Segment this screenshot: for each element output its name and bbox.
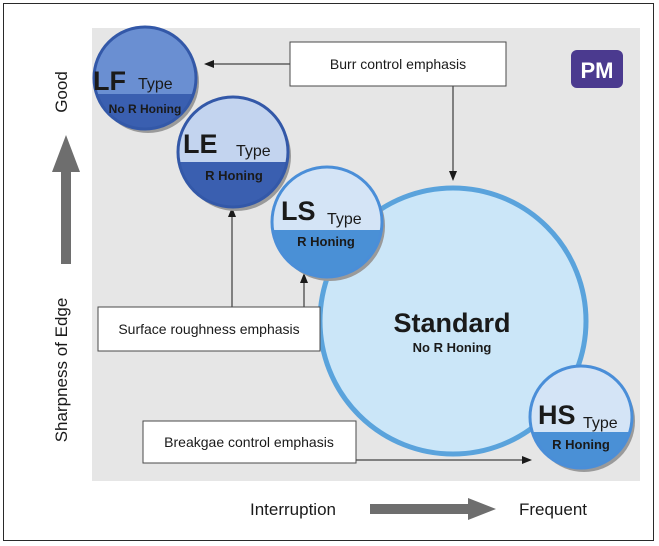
hs-type-suffix: Type (583, 415, 618, 432)
surface-callout-box (97, 306, 321, 352)
le-type-honing: R Honing (205, 168, 263, 183)
y-axis-up-arrow (52, 135, 80, 264)
breakage-callout-text: Breakgae control emphasis (164, 434, 334, 450)
breakage-callout-box (142, 420, 357, 464)
le-type-suffix: Type (236, 143, 271, 160)
x-axis-right-arrow (370, 498, 496, 520)
lf-type-code: LF (93, 66, 126, 96)
x-axis-end-label: Frequent (519, 500, 587, 519)
standard-name: Standard (393, 308, 510, 338)
hs-type-circle: HS Type R Honing (528, 364, 635, 472)
ls-type-code: LS (281, 196, 316, 226)
standard-honing: No R Honing (413, 340, 492, 355)
lf-type-circle: LF Type No R Honing (92, 25, 199, 133)
ls-type-suffix: Type (327, 211, 362, 228)
burr-callout-box (289, 41, 507, 87)
pm-badge-label: PM (581, 58, 614, 83)
lf-type-honing: No R Honing (109, 102, 182, 116)
ls-type-honing: R Honing (297, 234, 355, 249)
pm-badge (571, 50, 623, 88)
hs-type-honing: R Honing (552, 437, 610, 452)
le-type-code: LE (183, 129, 218, 159)
y-axis-good-label: Good (52, 71, 71, 113)
hs-type-code: HS (538, 400, 576, 430)
burr-callout-text: Burr control emphasis (330, 56, 466, 72)
lf-type-suffix: Type (138, 76, 173, 93)
x-axis-start-label: Interruption (250, 500, 336, 519)
surface-callout-text: Surface roughness emphasis (118, 321, 299, 337)
y-axis-title: Sharpness of Edge (52, 298, 71, 443)
